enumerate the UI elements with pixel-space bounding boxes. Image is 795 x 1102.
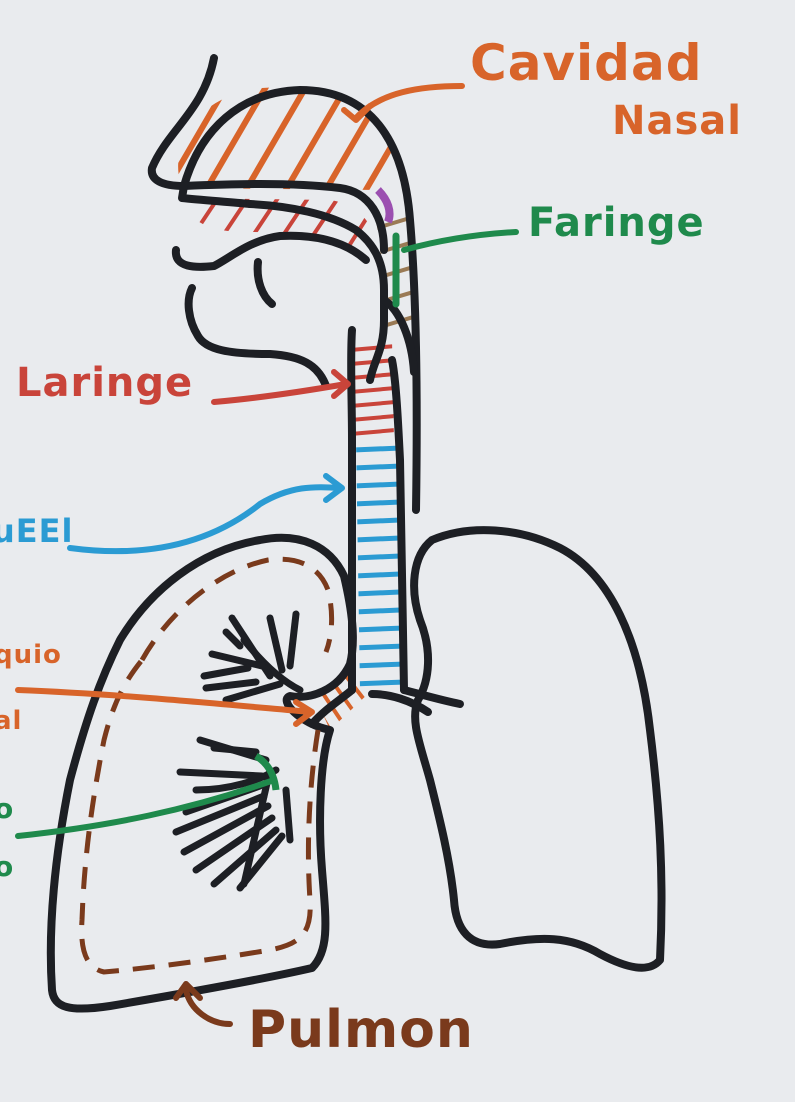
bronchi-outline [312,690,460,724]
label-cavidad-nasal-line1: Cavidad [470,34,703,92]
pointer-lines [18,86,516,1024]
label-pulmon: Pulmon [248,1000,474,1060]
label-bronquiolo-fragment-line2: o [0,850,14,883]
label-traquea-fragment: uEEl [0,512,73,550]
label-bronquio-fragment-line2: al [0,706,22,736]
upper-bronchial-tree [204,614,300,700]
arrow-laringe [214,384,346,402]
label-bronquiolo-fragment-line1: o [0,792,14,825]
right-lung [414,530,661,968]
right-lung-outline [414,530,661,968]
arrow-faringe [404,232,516,250]
arrow-bronquio [18,690,310,712]
label-bronquio-fragment-line1: quio [0,640,62,670]
label-cavidad-nasal-line2: Nasal [612,98,742,144]
lower-bronchial-tree [176,740,290,888]
label-laringe: Laringe [16,360,193,406]
label-faringe: Faringe [528,200,705,246]
